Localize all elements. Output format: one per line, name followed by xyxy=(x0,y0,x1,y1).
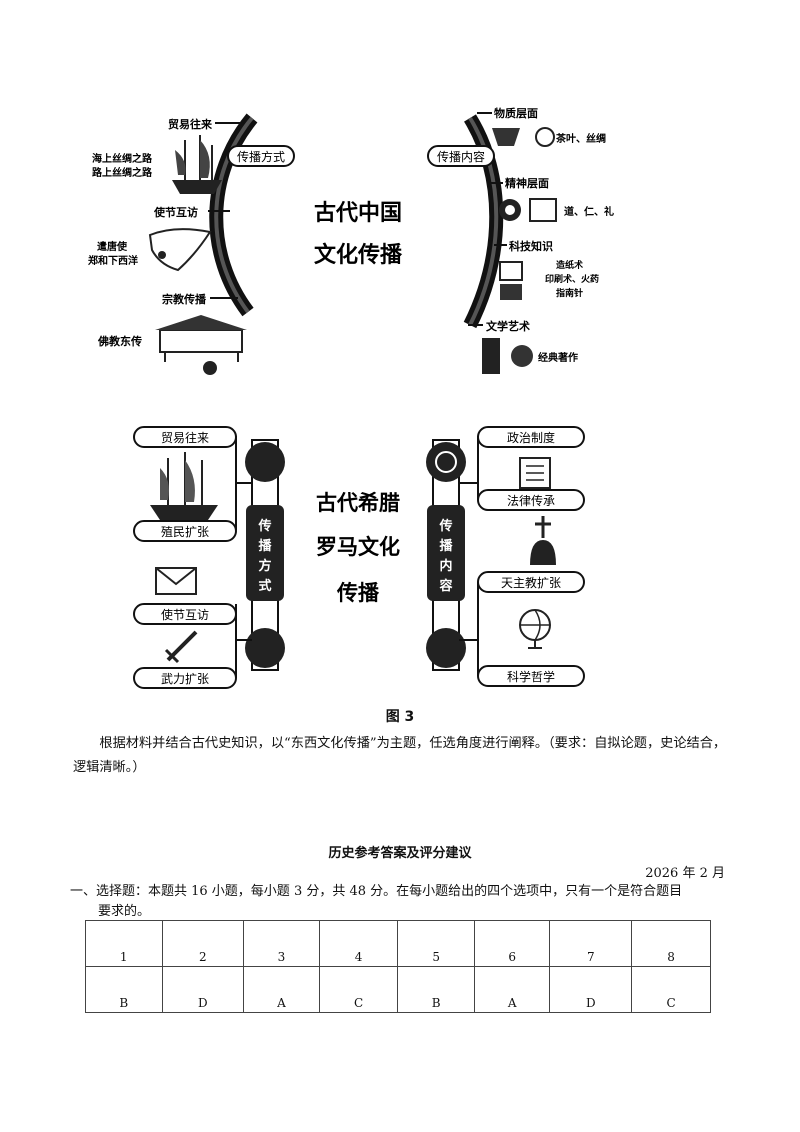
china-right-item: 科技知识 xyxy=(509,239,553,253)
question-number: 3 xyxy=(243,920,320,967)
answer-letter: A xyxy=(243,966,320,1013)
greece-right-item: 法律传承 xyxy=(507,493,555,508)
section-one-line1: 一、选择题：本题共 16 小题，每小题 3 分，共 48 分。在每小题给出的四个… xyxy=(70,884,683,899)
greece-left-branch-c4: 式 xyxy=(258,578,271,594)
question-number: 2 xyxy=(161,920,245,967)
yin-yang-icon xyxy=(499,198,557,222)
china-title-line1: 古代中国 xyxy=(314,200,402,226)
greece-left-item: 武力扩张 xyxy=(161,672,209,686)
answer-letter: D xyxy=(549,966,633,1013)
section-one-instructions: 一、选择题：本题共 16 小题，每小题 3 分，共 48 分。在每小题给出的四个… xyxy=(70,882,730,922)
china-left-item: 宗教传播 xyxy=(162,292,207,306)
temple-icon xyxy=(155,315,247,375)
greece-left-item: 使节互访 xyxy=(161,607,209,622)
scroll-icon xyxy=(519,457,551,489)
china-right-item: 茶叶、丝绸 xyxy=(555,132,606,145)
answer-table: 1 2 3 4 5 6 7 8 B D A C B A D C xyxy=(85,920,711,1013)
answer-letter: C xyxy=(631,966,711,1013)
ship-icon xyxy=(172,135,222,194)
greece-left-branch-box xyxy=(246,505,284,601)
china-left-item: 海上丝绸之路 xyxy=(92,152,153,165)
greece-right-item: 天主教扩张 xyxy=(501,575,561,590)
question-number: 1 xyxy=(85,920,163,967)
section-one-line2: 要求的。 xyxy=(98,904,151,919)
map-icon xyxy=(148,228,212,272)
question-number: 8 xyxy=(631,920,711,967)
china-right-branch: 传播内容 xyxy=(437,149,485,164)
sword-icon xyxy=(164,630,198,664)
china-left-item: 贸易往来 xyxy=(168,117,213,131)
question-prompt: 根据材料并结合古代史知识，以“东西文化传播”为主题，任选角度进行阐释。（要求：自… xyxy=(73,736,727,775)
answer-letter: C xyxy=(318,966,399,1013)
china-right-item: 造纸术 xyxy=(556,259,583,271)
greece-right-branch-c2: 播 xyxy=(439,538,453,554)
book-icon xyxy=(499,261,523,300)
figure-3: 传播方式 传播内容 古代中国 文化传播 贸易往来 海上丝绸之路 路上丝绸之路 使… xyxy=(88,106,614,689)
greece-left-item: 贸易往来 xyxy=(161,430,209,445)
china-left-item: 路上丝绸之路 xyxy=(92,166,153,179)
tea-icon xyxy=(492,127,555,147)
question-number: 6 xyxy=(473,920,551,967)
emblem-icon xyxy=(426,442,466,482)
greece-title-line2: 罗马文化 xyxy=(316,535,400,559)
china-right-item: 经典著作 xyxy=(538,351,578,364)
question-number: 4 xyxy=(318,920,399,967)
greece-right-branch-c1: 传 xyxy=(438,518,452,534)
greece-title-line3: 传播 xyxy=(336,581,380,605)
greece-left-branch-c1: 传 xyxy=(257,518,271,534)
greece-title-line1: 古代希腊 xyxy=(316,491,400,515)
greece-right-branch-c3: 内 xyxy=(439,558,452,574)
globe-dark-icon xyxy=(426,628,466,668)
greece-left-branch-c2: 播 xyxy=(258,538,272,554)
greece-right-item: 科学哲学 xyxy=(507,669,555,684)
china-right-item: 精神层面 xyxy=(505,176,549,190)
bell-cross-icon xyxy=(530,516,556,565)
envelope-icon xyxy=(155,567,197,595)
answer-letter: B xyxy=(397,966,475,1013)
ship-icon xyxy=(150,452,218,520)
scroll-icon xyxy=(482,338,533,374)
question-number: 5 xyxy=(397,920,475,967)
china-left-item: 使节互访 xyxy=(153,205,198,219)
answers-date: 2026 年 2 月 xyxy=(645,866,725,881)
china-right-item: 文学艺术 xyxy=(486,319,530,333)
greece-left-branch-c3: 方 xyxy=(258,558,271,574)
china-right-item: 指南针 xyxy=(556,287,583,299)
answer-letter: B xyxy=(85,966,163,1013)
china-left-branch: 传播方式 xyxy=(237,149,285,164)
china-title-line2: 文化传播 xyxy=(314,242,403,268)
china-right-item: 印刷术、火药 xyxy=(545,273,599,285)
china-left-item: 遣唐使 xyxy=(97,240,128,253)
globe-icon xyxy=(519,609,551,649)
table-row-answers: B D A C B A D C xyxy=(85,966,711,1013)
question-number: 7 xyxy=(549,920,633,967)
greece-right-branch-c4: 容 xyxy=(438,578,452,594)
answer-letter: D xyxy=(161,966,245,1013)
greece-left-item: 殖民扩张 xyxy=(161,524,209,539)
answer-letter: A xyxy=(473,966,551,1013)
greece-right-item: 政治制度 xyxy=(507,430,555,445)
helmet-icon xyxy=(245,628,285,668)
china-right-item: 道、仁、礼 xyxy=(564,205,614,218)
temple-icon xyxy=(245,442,285,482)
china-left-item: 郑和下西洋 xyxy=(88,254,138,267)
figure-caption: 图 3 xyxy=(385,709,415,725)
answers-title: 历史参考答案及评分建议 xyxy=(328,846,472,861)
china-right-item: 物质层面 xyxy=(494,106,538,120)
greece-right-branch-box xyxy=(427,505,465,601)
china-left-item: 佛教东传 xyxy=(97,334,142,348)
table-row-numbers: 1 2 3 4 5 6 7 8 xyxy=(85,920,711,967)
